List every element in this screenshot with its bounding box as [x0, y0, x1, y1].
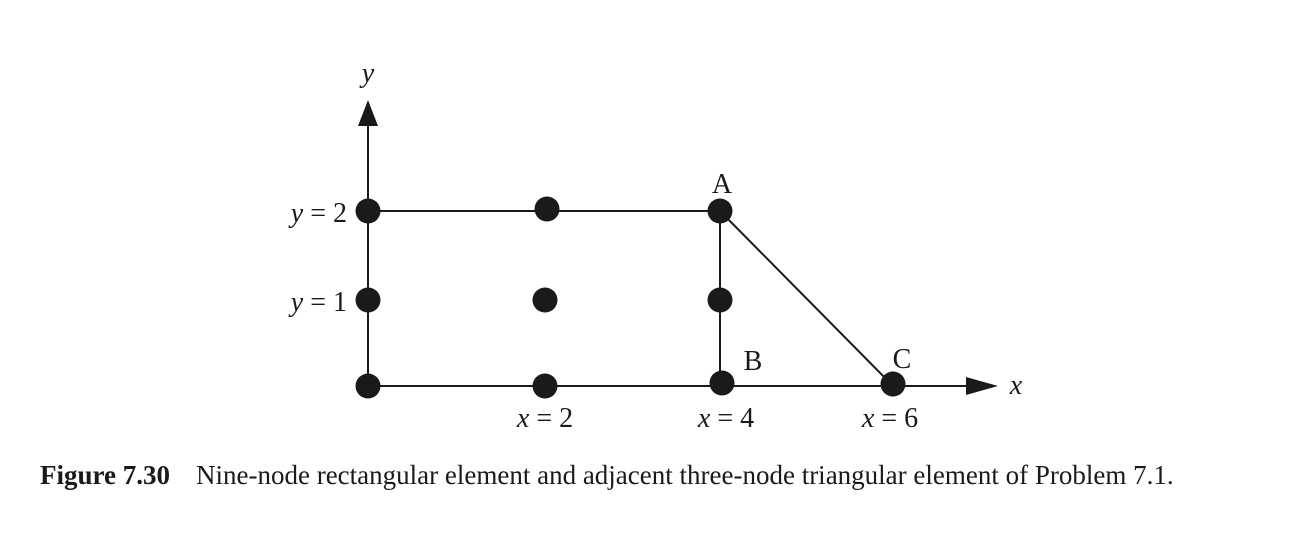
node-2-0 [532, 373, 558, 399]
node-0-1 [355, 287, 381, 313]
node-0-0 [355, 373, 381, 399]
node-C [880, 371, 906, 397]
x-label-2: x = 2 [516, 403, 573, 434]
x-label-6: x = 6 [861, 403, 918, 434]
node-0-2 [355, 198, 381, 224]
triangle-hypotenuse [719, 210, 894, 387]
y-axis-arrowhead [358, 100, 378, 126]
figure-caption: Figure 7.30 Nine-node rectangular element… [40, 460, 1280, 491]
node-label-A: A [712, 169, 733, 200]
caption-text: Nine-node rectangular element and adjace… [196, 460, 1174, 490]
x-label-4: x = 4 [697, 403, 754, 434]
node-4-1 [707, 287, 733, 313]
y-label-2: y = 2 [288, 198, 347, 229]
figure-number: Figure 7.30 [40, 460, 170, 490]
node-A [707, 198, 733, 224]
node-label-B: B [744, 346, 763, 377]
node-B [709, 370, 735, 396]
node-2-2 [534, 196, 560, 222]
node-2-1 [532, 287, 558, 313]
y-axis-label: y [359, 58, 375, 89]
x-axis-label: x [1009, 370, 1023, 401]
node-label-C: C [893, 344, 912, 375]
x-axis-arrowhead [966, 377, 998, 395]
y-label-1: y = 1 [288, 287, 347, 318]
